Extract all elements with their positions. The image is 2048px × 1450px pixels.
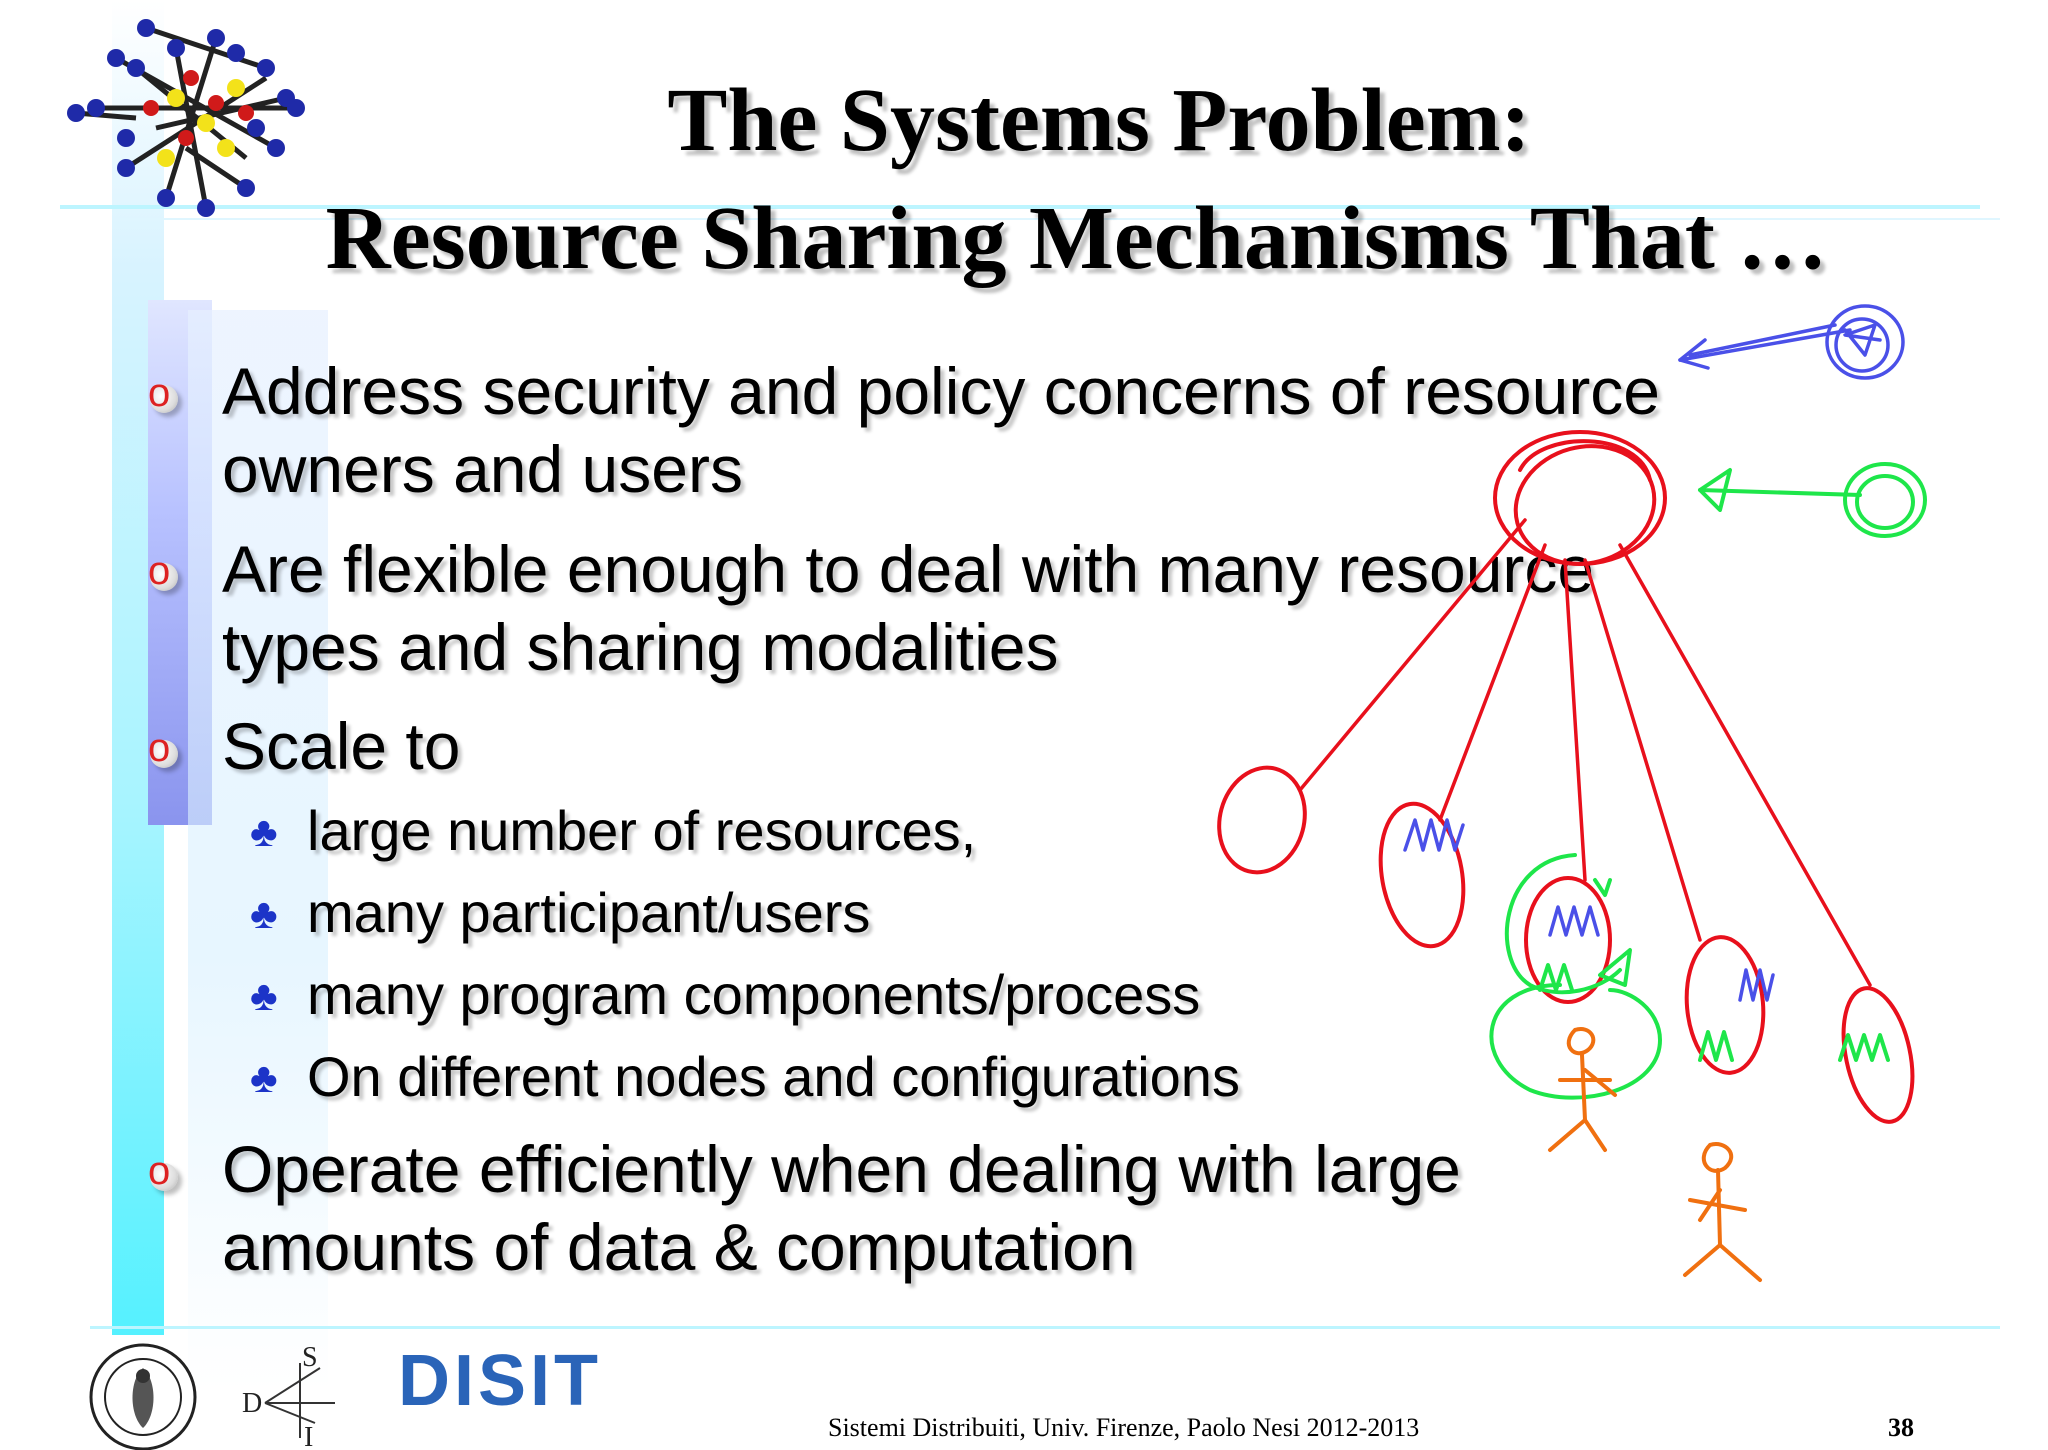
bullet-marker: o bbox=[148, 371, 178, 415]
disit-logo: DISIT bbox=[398, 1341, 603, 1421]
university-seal-icon bbox=[89, 1343, 197, 1450]
decor-line-top-2 bbox=[120, 218, 2000, 220]
slide-title-line-2: Resource Sharing Mechanisms That … bbox=[325, 189, 1828, 288]
club-icon: ♣ bbox=[250, 1054, 278, 1101]
molecule-logo-icon bbox=[67, 19, 305, 217]
slide-title-line-1: The Systems Problem: bbox=[667, 71, 1531, 170]
slide-title: The Systems Problem: Resource Sharing Me… bbox=[0, 62, 2048, 298]
decor-bar-vertical-pale bbox=[188, 310, 328, 1390]
sub-bullet-item: many program components/process bbox=[307, 963, 1201, 1026]
bullet-marker: o bbox=[148, 549, 178, 593]
annotation-central-node bbox=[1493, 430, 1667, 566]
annotation-leaf-nodes bbox=[1217, 765, 1915, 1124]
annotation-stick-figures bbox=[1548, 1027, 1762, 1282]
sub-bullet-item: On different nodes and configurations bbox=[307, 1045, 1240, 1108]
annotation-spokes bbox=[1298, 518, 1872, 987]
club-icon: ♣ bbox=[250, 808, 278, 855]
footer-text: Sistemi Distribuiti, Univ. Firenze, Paol… bbox=[828, 1413, 1420, 1442]
decor-line-bottom bbox=[90, 1326, 2000, 1329]
bullet-item: Scale to bbox=[222, 709, 461, 783]
dsi-logo-icon: D S I bbox=[242, 1342, 335, 1448]
bullet-item: Address security and policy concerns of … bbox=[222, 354, 1661, 506]
page-number: 38 bbox=[1888, 1413, 1914, 1442]
club-icon: ♣ bbox=[250, 890, 278, 937]
bullet-marker: o bbox=[148, 726, 178, 770]
club-icon: ♣ bbox=[250, 972, 278, 1019]
dsi-letter-s: S bbox=[302, 1342, 318, 1373]
sub-bullet-item: many participant/users bbox=[307, 881, 871, 944]
bullet-item: Are flexible enough to deal with many re… bbox=[222, 532, 1595, 684]
bullet-item: Operate efficiently when dealing with la… bbox=[222, 1132, 1461, 1284]
dsi-letter-i: I bbox=[304, 1422, 313, 1448]
bullet-marker: o bbox=[148, 1149, 178, 1193]
dsi-letter-d: D bbox=[242, 1388, 262, 1419]
sub-bullet-item: large number of resources, bbox=[307, 799, 977, 862]
decor-line-top bbox=[60, 205, 1980, 209]
annotation-blue-scribbles bbox=[1403, 304, 1905, 1002]
